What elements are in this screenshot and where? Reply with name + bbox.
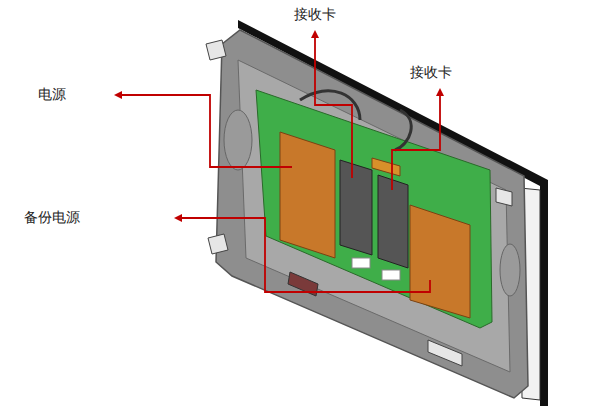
corner-bracket bbox=[208, 234, 228, 254]
part-label: 接收卡 bbox=[410, 64, 452, 81]
leader-line bbox=[392, 90, 440, 190]
part-label: 电源 bbox=[38, 86, 66, 103]
corner-bracket bbox=[428, 340, 462, 366]
housing-recess bbox=[238, 60, 510, 372]
corner-bracket bbox=[496, 188, 512, 206]
receiver-card bbox=[378, 175, 408, 268]
connector bbox=[372, 158, 400, 176]
housing bbox=[216, 30, 528, 398]
housing-hole bbox=[224, 110, 252, 170]
part-label: 接收卡 bbox=[294, 6, 336, 23]
leader-line bbox=[176, 218, 430, 292]
receiver-card bbox=[340, 160, 372, 255]
connector bbox=[382, 270, 400, 280]
leader-line bbox=[315, 32, 352, 178]
part-label: 备份电源 bbox=[24, 209, 80, 226]
connector bbox=[352, 258, 370, 268]
housing-hole bbox=[500, 244, 520, 296]
cable bbox=[300, 91, 411, 150]
power-supply bbox=[280, 132, 335, 258]
leader-line bbox=[116, 95, 292, 167]
power-supply bbox=[410, 205, 470, 318]
corner-bracket bbox=[206, 40, 226, 60]
